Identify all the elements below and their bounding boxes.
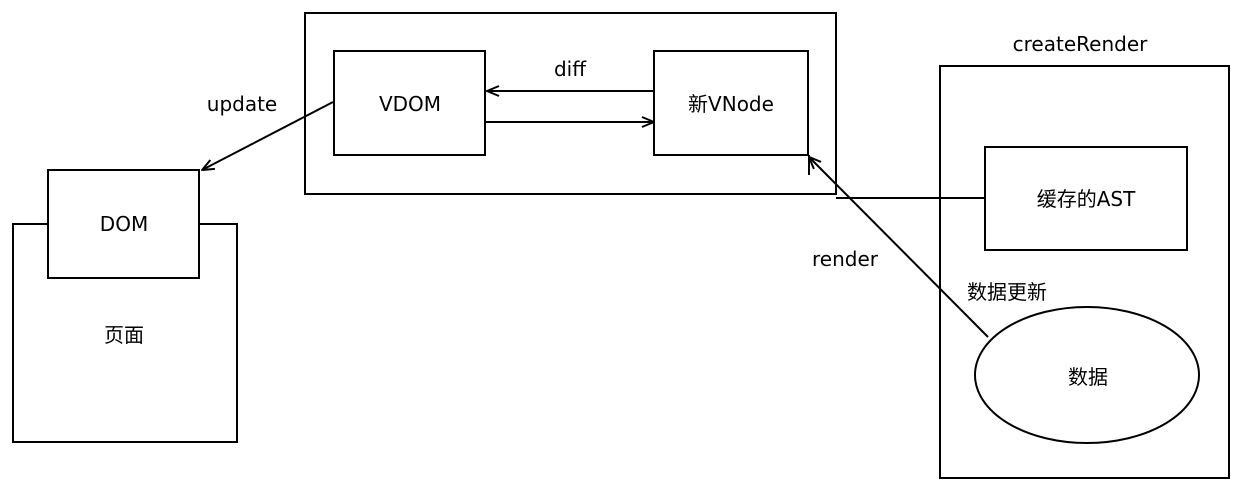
data-update-label: 数据更新 xyxy=(967,280,1047,304)
new-vnode-label: 新VNode xyxy=(688,92,774,116)
data-ellipse xyxy=(974,306,1200,444)
data-label: 数据 xyxy=(1068,365,1108,389)
render-arrow xyxy=(809,157,989,338)
new-vnode-box xyxy=(653,50,809,156)
vdom-box xyxy=(333,50,486,156)
cached-ast-label: 缓存的AST xyxy=(1037,187,1136,211)
create-render-label: createRender xyxy=(1013,32,1148,56)
diff-label: diff xyxy=(554,57,587,81)
dom-box xyxy=(47,169,200,279)
update-label: update xyxy=(207,92,277,116)
vdom-container xyxy=(304,12,837,195)
update-arrow xyxy=(202,101,334,170)
render-label: render xyxy=(812,247,879,271)
page-label: 页面 xyxy=(104,323,144,347)
create-render-box xyxy=(939,65,1230,479)
vdom-label: VDOM xyxy=(379,92,441,116)
dom-label: DOM xyxy=(100,212,148,236)
